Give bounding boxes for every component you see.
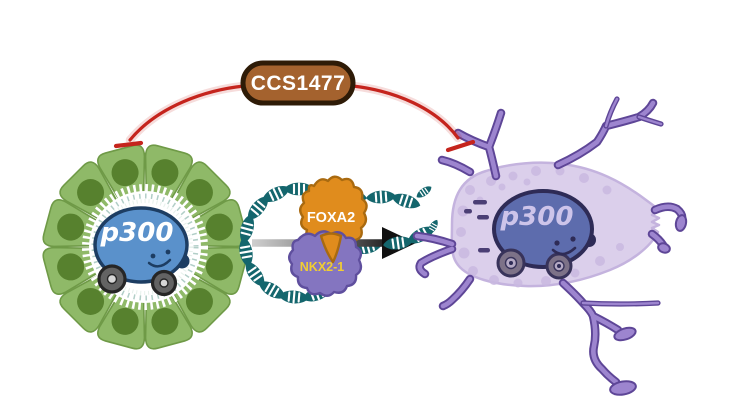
inhibition-arrow-right [351,84,460,140]
p300-car-right: p300 [492,189,596,280]
p300-label-left: p300 [100,218,174,248]
dendrite-foot [609,380,637,396]
car-wheel-dot [557,264,561,268]
chromatin-dash-marks [464,200,490,253]
dendrites [412,96,688,396]
dendrite-foot [674,214,688,232]
inhibitor-pill [240,60,356,106]
gene-regulation-complex: FOXA2 NKX2-1 [235,175,441,307]
car-eye [150,253,156,259]
car-eye [570,236,576,242]
foxa2-label: FOXA2 [307,210,355,226]
dna-segment [364,188,398,206]
car-eye [554,240,560,246]
cilia-ring [91,193,199,301]
dna-segment [413,183,435,201]
car-smile [147,258,172,268]
inhibition-tbar-left [113,140,144,149]
dna-segment [388,189,424,213]
dendrite-foot [657,242,671,254]
car-wheel-hub [106,273,118,285]
p300-car-left: p300 [93,206,190,297]
nkx2-1-protein [288,230,363,297]
p300-label-right: p300 [500,202,574,232]
inhibitor: CCS1477 [113,60,476,153]
car-eye [165,249,171,255]
car-smile [551,246,577,256]
neuroendocrine-cell: p300 [412,96,688,396]
inhibitor-label: CCS1477 [251,72,346,95]
nkx2-1-label: NKX2-1 [300,260,345,274]
foxa2-protein-wedge [319,232,343,264]
dendrite-foot [613,326,637,342]
car-wheel-dot [509,261,513,265]
inhibition-arrow-left [128,84,246,142]
acinus-cell-ring: p300 [40,142,250,352]
car-wheel-hub [159,278,169,288]
inhibition-tbar-right [445,139,476,153]
car-body [492,189,594,269]
microvilli-fringe [82,184,208,310]
